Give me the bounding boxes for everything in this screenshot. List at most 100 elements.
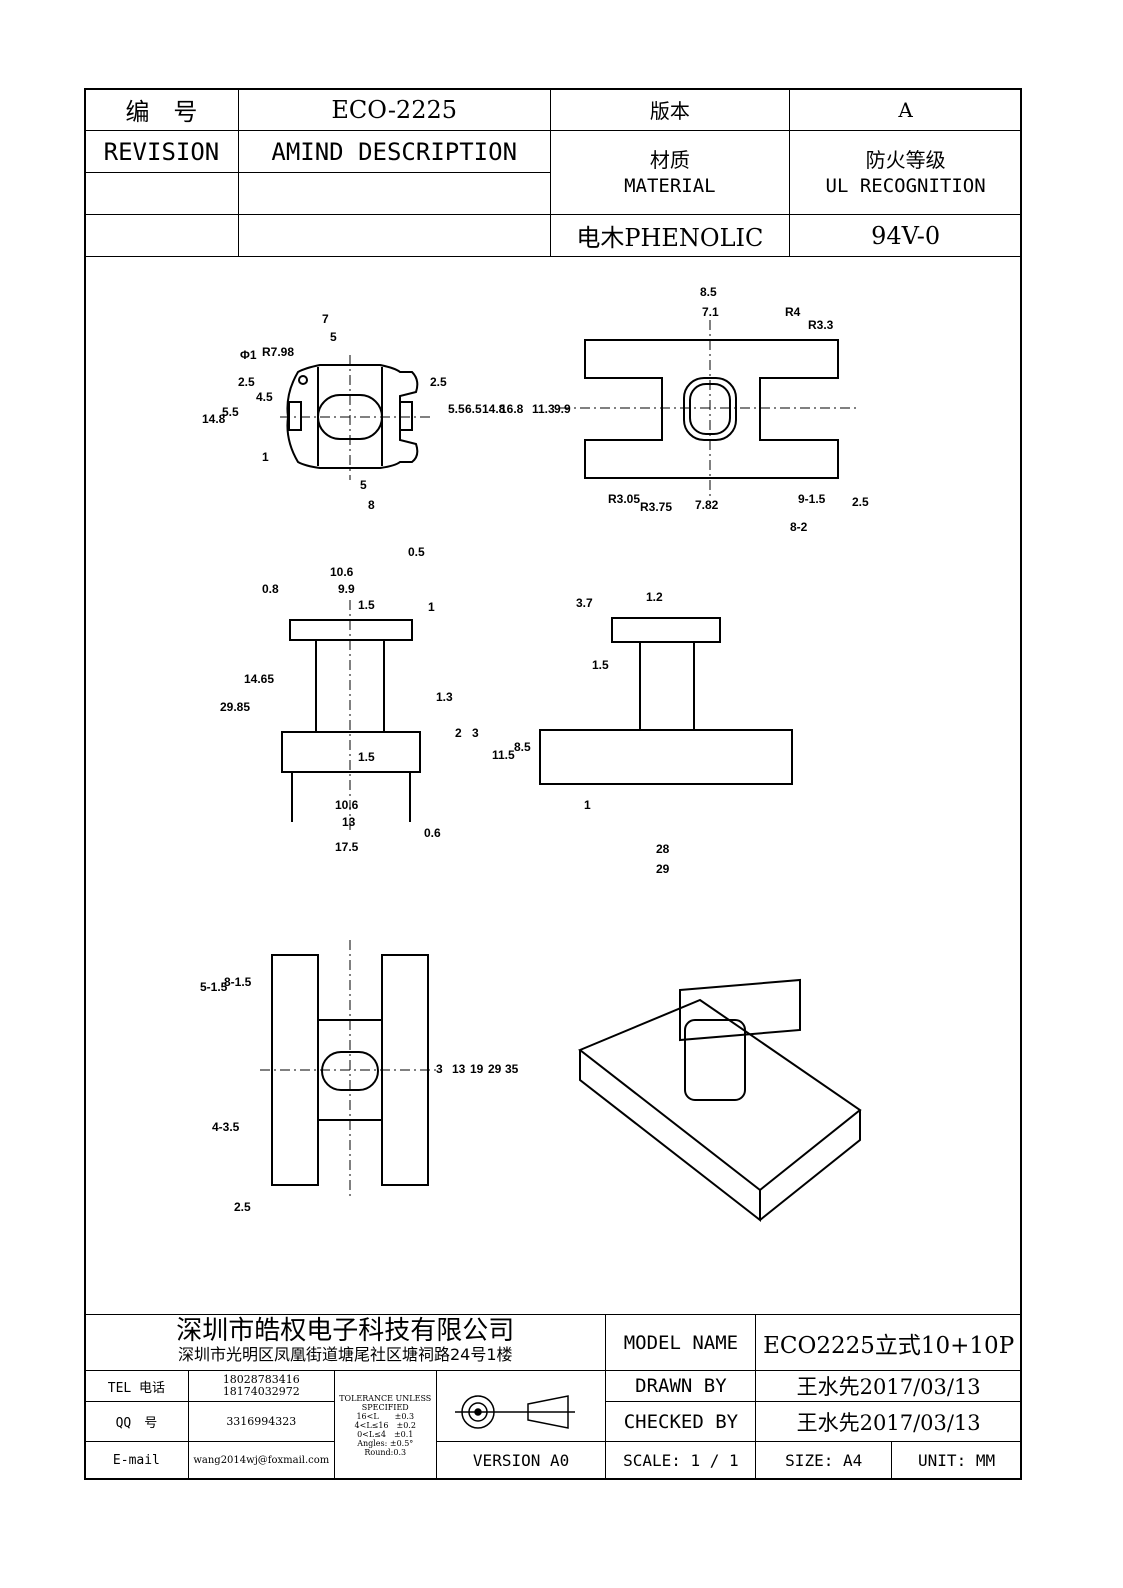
dim-29: 29 — [656, 862, 670, 876]
dim-3-7: 3.7 — [576, 596, 593, 610]
unit-label: UNIT: MM — [891, 1441, 1022, 1480]
qq-label: QQ 号 — [84, 1401, 189, 1442]
view-mid-left — [281, 619, 421, 822]
view-mid-right — [539, 617, 793, 785]
revision-cell-1 — [84, 172, 239, 215]
company-name: 深圳市皓权电子科技有限公司 — [176, 1315, 515, 1346]
tolerance-2: 4<L≤16 ±0.2 — [354, 1420, 416, 1430]
dim-1a: 1 — [428, 600, 435, 614]
dim-9-9: 9.9 — [338, 582, 355, 596]
header-table: 编 号 ECO-2225 版本 A REVISION AMIND DESCRIP… — [84, 88, 1022, 257]
material-label-cn: 材质 — [649, 147, 690, 172]
footer-table: 深圳市皓权电子科技有限公司 深圳市光明区凤凰街道塘尾社区塘祠路24号1楼 MOD… — [83, 1314, 1022, 1480]
email-value: wang2014wj@foxmail.com — [187, 1441, 335, 1480]
dim-28: 28 — [656, 842, 670, 856]
tel-value-1: 18028783416 — [222, 1373, 300, 1386]
dim-11-3: 11.3 — [532, 402, 555, 416]
dim-0-6: 0.6 — [424, 826, 441, 840]
dim-0-5: 0.5 — [408, 545, 425, 559]
dim-7-1: 7.1 — [702, 305, 719, 319]
dim-29-85: 29.85 — [220, 700, 251, 714]
dim-2-5: 2.5 — [852, 495, 869, 509]
drawn-label: DRAWN BY — [605, 1370, 757, 1402]
dim-29b: 29 — [488, 1062, 502, 1076]
dim-14-65: 14.65 — [244, 672, 275, 686]
material-value: 电木PHENOLIC — [549, 214, 791, 257]
tel-label: TEL 电话 — [84, 1370, 189, 1402]
drawn-value: 王水先2017/03/13 — [755, 1370, 1022, 1402]
ul-label-en: UL RECOGNITION — [825, 174, 986, 197]
tel-value-2: 18174032972 — [222, 1385, 300, 1398]
dim-phi1: Φ1 — [240, 348, 257, 362]
tel-value: 18028783416 18174032972 — [187, 1370, 335, 1402]
dim-r3-75: R3.75 — [640, 500, 673, 514]
dim-8-5: 8.5 — [700, 285, 717, 299]
dim-5: 5 — [330, 330, 337, 344]
ul-value: 94V-0 — [789, 214, 1022, 257]
revision-cell-2 — [84, 214, 239, 257]
amind-cell-2 — [237, 214, 551, 257]
dim-1-5: 1.5 — [592, 658, 609, 672]
dim-7: 7 — [322, 312, 329, 326]
dim-1-5a: 1.5 — [358, 598, 375, 612]
dim-1b: 1 — [584, 798, 591, 812]
dim-14-8b: 14.8 — [482, 402, 506, 416]
dim-2-5c: 2.5 — [234, 1200, 251, 1214]
tolerance-3: 0<L≤4 ±0.1 — [357, 1429, 414, 1439]
projection-cell — [435, 1370, 607, 1442]
dim-r4: R4 — [785, 305, 801, 319]
scale-label: SCALE: 1 / 1 — [605, 1441, 757, 1480]
dim-5-5b: 5.5 — [448, 402, 465, 416]
dim-5-5a: 5.5 — [222, 405, 239, 419]
size-label: SIZE: A4 — [755, 1441, 893, 1480]
dim-8-2: 8-2 — [790, 520, 808, 534]
dim-14-8a: 14.8 — [202, 412, 226, 426]
number-value: ECO-2225 — [237, 88, 551, 131]
dim-8-1-5: 8-1.5 — [224, 975, 252, 989]
tolerance-1: 16<L ±0.3 — [356, 1411, 415, 1421]
dim-35: 35 — [505, 1062, 519, 1076]
dim-1-3: 1.3 — [436, 690, 453, 704]
email-label: E-mail — [84, 1441, 189, 1480]
dim-10-6b: 10.6 — [335, 798, 359, 812]
dim-4-5: 4.5 — [256, 390, 273, 404]
dim-8: 8 — [368, 498, 375, 512]
dim-0-8: 0.8 — [262, 582, 279, 596]
dim-4-3-5: 4-3.5 — [212, 1120, 240, 1134]
amind-cell-1 — [237, 172, 551, 215]
tolerance-4: Angles: ±0.5° — [357, 1438, 414, 1448]
dim-13: 13 — [342, 815, 356, 829]
dim-5-bottom: 5 — [360, 478, 367, 492]
model-value: ECO2225立式10+10P — [755, 1314, 1022, 1371]
dim-3: 3 — [472, 726, 479, 740]
company-block: 深圳市皓权电子科技有限公司 深圳市光明区凤凰街道塘尾社区塘祠路24号1楼 — [83, 1314, 607, 1371]
dim-13b: 13 — [452, 1062, 466, 1076]
dim-9-9: 9.9 — [554, 402, 571, 416]
company-address: 深圳市光明区凤凰街道塘尾社区塘祠路24号1楼 — [177, 1344, 513, 1364]
dim-2-5a: 2.5 — [238, 375, 255, 389]
dim-11-5: 11.5 — [492, 748, 515, 762]
dim-19: 19 — [470, 1062, 484, 1076]
dim-2-5b: 2.5 — [430, 375, 447, 389]
checked-value: 王水先2017/03/13 — [755, 1401, 1022, 1442]
model-label: MODEL NAME — [605, 1314, 757, 1371]
dim-3b: 3 — [436, 1062, 443, 1076]
dim-1: 1 — [262, 450, 269, 464]
dim-r3-3: R3.3 — [808, 318, 834, 332]
view-top-right — [584, 339, 839, 479]
ul-label-cn: 防火等级 — [865, 147, 946, 172]
ul-label: 防火等级 UL RECOGNITION — [789, 130, 1022, 215]
version-value: A — [789, 88, 1022, 131]
dim-1-2: 1.2 — [646, 590, 663, 604]
tolerance-5: Round:0.3 — [364, 1447, 407, 1457]
dim-17-5: 17.5 — [335, 840, 359, 854]
dim-16-8: 16.8 — [500, 402, 524, 416]
amind-label: AMIND DESCRIPTION — [237, 130, 551, 173]
view-isometric — [578, 978, 862, 1223]
dim-5-1-5: 5-1.5 — [200, 980, 228, 994]
dim-10-6a: 10.6 — [330, 565, 354, 579]
tolerance-title: TOLERANCE UNLESS SPECIFIED — [339, 1393, 432, 1412]
dim-9-1-5: 9-1.5 — [798, 492, 826, 506]
tolerance-block: TOLERANCE UNLESS SPECIFIED 16<L ±0.3 4<L… — [333, 1370, 437, 1480]
checked-label: CHECKED BY — [605, 1401, 757, 1442]
